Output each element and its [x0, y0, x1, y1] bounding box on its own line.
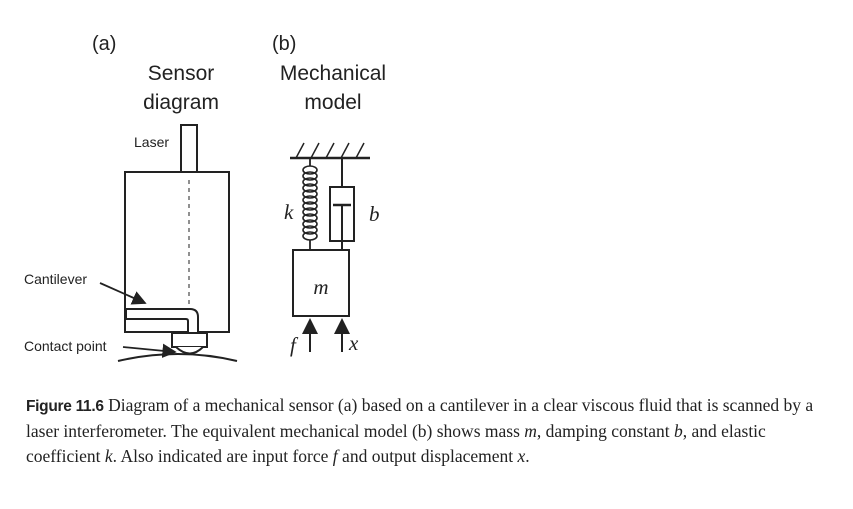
damper: [329, 158, 355, 250]
panel-b-label: (b): [272, 33, 296, 55]
caption-text: , damping constant: [536, 421, 674, 441]
panel-a-title-line2: diagram: [143, 91, 219, 114]
sensor-chamber: [124, 171, 230, 333]
cantilever-label: Cantilever: [24, 271, 87, 287]
contact-tip: [175, 346, 204, 355]
caption-var-f: f: [332, 446, 338, 466]
spring-constant-label: k: [284, 200, 294, 224]
sample-surface: [117, 353, 238, 362]
caption-figure-number: Figure 11.6: [26, 398, 104, 415]
panel-b: (b) Mechanical model k: [272, 33, 386, 357]
panel-a-title-line1: Sensor: [148, 62, 215, 85]
figure-caption: Figure 11.6 Diagram of a mechanical sens…: [26, 393, 836, 469]
force-label: f: [290, 333, 299, 357]
caption-var-k: k: [104, 446, 113, 466]
mass-label: m: [313, 275, 328, 299]
mass-block: [292, 249, 350, 317]
caption-var-m: m: [524, 421, 537, 441]
panel-b-title-line2: model: [304, 91, 361, 114]
caption-text: . Also indicated are input force: [112, 446, 333, 466]
figure-illustration: (a) Sensor diagram Laser Cantilever Cont…: [24, 33, 386, 362]
contact-point-pointer: [122, 343, 177, 358]
caption-text: , and elastic coefficient: [26, 421, 766, 466]
spring: [302, 158, 318, 250]
caption-var-x: x: [517, 446, 526, 466]
contact-point-label: Contact point: [24, 338, 107, 354]
fixed-ground: [290, 142, 370, 160]
caption-text: Diagram of a mechanical sensor (a) based…: [26, 395, 814, 441]
caption-text: and output displacement: [337, 446, 518, 466]
laser-label: Laser: [134, 134, 169, 150]
panel-a-label: (a): [92, 33, 116, 55]
caption-text: .: [525, 446, 530, 466]
damping-constant-label: b: [369, 202, 380, 226]
panel-b-title-line1: Mechanical: [280, 62, 386, 85]
caption-var-b: b: [673, 421, 683, 441]
probe-tip: [171, 332, 208, 348]
panel-a: (a) Sensor diagram Laser Cantilever Cont…: [24, 33, 238, 362]
displacement-label: x: [348, 331, 359, 355]
cantilever-pointer: [99, 282, 147, 305]
